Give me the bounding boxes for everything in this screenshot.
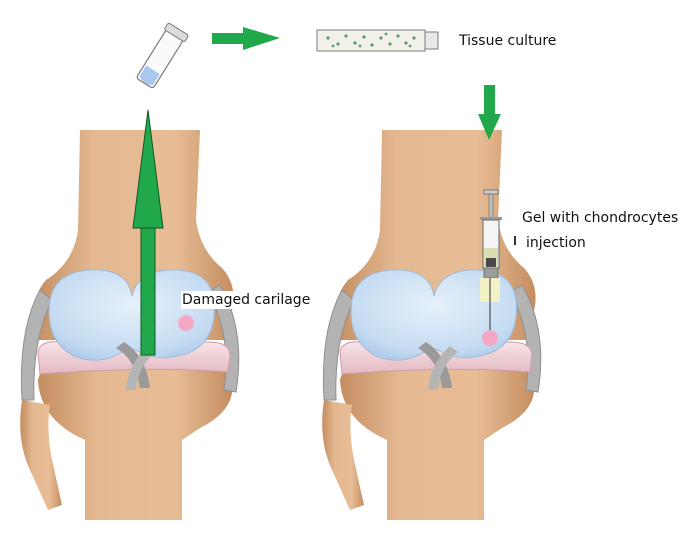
tissue-culture-label: Tissue culture [459,33,557,49]
vial-icon [136,22,189,89]
down-arrow [478,85,501,140]
damaged-cartilage-label: Damaged carilage [181,291,312,309]
damaged-spot-right [482,330,498,346]
gel-with-chondrocytes-label: Gel with chondrocytes [522,210,679,226]
left-knee-illustration [19,129,240,521]
culture-flask-icon [316,29,439,52]
label-divider [514,236,516,245]
injection-label: injection [526,235,586,251]
right-arrow [212,27,280,50]
syringe-icon [480,189,502,330]
up-arrow [132,109,164,356]
right-knee-illustration [321,129,542,521]
damaged-spot-left [178,315,194,331]
